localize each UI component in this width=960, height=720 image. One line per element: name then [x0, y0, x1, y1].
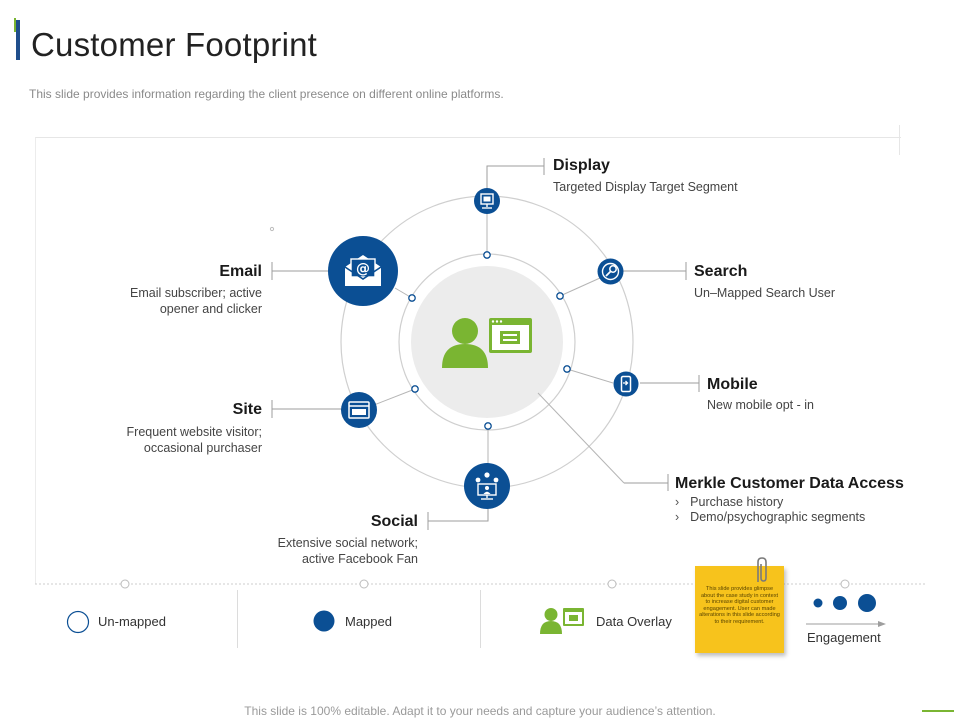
email-title: Email — [219, 263, 262, 280]
display-title: Display — [553, 157, 610, 174]
social-title: Social — [370, 513, 418, 530]
svg-text:@: @ — [356, 261, 370, 277]
title-accent-bar — [16, 20, 20, 60]
legend-mapped: Mapped — [345, 614, 392, 629]
legend-divider — [237, 590, 238, 648]
merkle-bullets: Purchase history Demo/psychographic segm… — [675, 495, 865, 525]
email-desc: Email subscriber; active opener and clic… — [62, 285, 262, 317]
sticky-note-text: This slide provides glimpse about the ca… — [699, 586, 780, 625]
email-desc-line2: opener and clicker — [159, 302, 262, 316]
data-overlay-legend-icon — [540, 608, 584, 634]
diagram-frame — [35, 137, 901, 584]
legend-divider — [480, 590, 481, 648]
unmapped-legend-icon — [66, 610, 90, 634]
footer-accent-line — [922, 710, 954, 712]
legend-engagement: Engagement — [807, 630, 881, 645]
site-title: Site — [232, 401, 262, 418]
data-overlay-icon — [442, 318, 532, 368]
site-desc: Frequent website visitor; occasional pur… — [62, 424, 262, 456]
page-title: Customer Footprint — [31, 26, 318, 63]
browser-icon[interactable] — [340, 391, 378, 429]
display-icon[interactable] — [473, 187, 501, 215]
site-desc-line2: occasional purchaser — [143, 441, 262, 455]
merkle-bullet-item: Demo/psychographic segments — [675, 510, 865, 525]
merkle-title: Merkle Customer Data Access — [675, 475, 904, 492]
sticky-note: This slide provides glimpse about the ca… — [695, 566, 784, 653]
email-desc-line1: Email subscriber; active — [130, 286, 262, 300]
search-title: Search — [694, 263, 748, 280]
legend-data-overlay: Data Overlay — [596, 614, 672, 629]
display-desc: Targeted Display Target Segment — [553, 180, 738, 194]
social-network-icon[interactable] — [463, 463, 511, 509]
frame-corner-line — [899, 125, 900, 155]
search-icon[interactable] — [596, 257, 625, 286]
search-desc: Un–Mapped Search User — [694, 286, 836, 300]
title-accent-green — [14, 18, 16, 32]
mapped-legend-icon — [313, 610, 335, 632]
footer-note: This slide is 100% editable. Adapt it to… — [244, 704, 716, 718]
engagement-icon — [806, 594, 886, 627]
page-subtitle: This slide provides information regardin… — [29, 87, 504, 101]
site-desc-line1: Frequent website visitor; — [126, 425, 262, 439]
merkle-bullet-item: Purchase history — [675, 495, 865, 510]
mobile-title: Mobile — [707, 376, 758, 393]
legend-unmapped: Un-mapped — [98, 614, 166, 629]
email-icon[interactable]: @ — [327, 235, 399, 307]
mobile-icon[interactable] — [613, 371, 639, 397]
mobile-desc: New mobile opt - in — [707, 398, 814, 412]
paperclip-icon — [757, 557, 767, 582]
social-desc-line1: Extensive social network; — [277, 536, 418, 550]
social-desc: Extensive social network; active Faceboo… — [218, 535, 418, 567]
social-desc-line2: active Facebook Fan — [301, 552, 418, 566]
